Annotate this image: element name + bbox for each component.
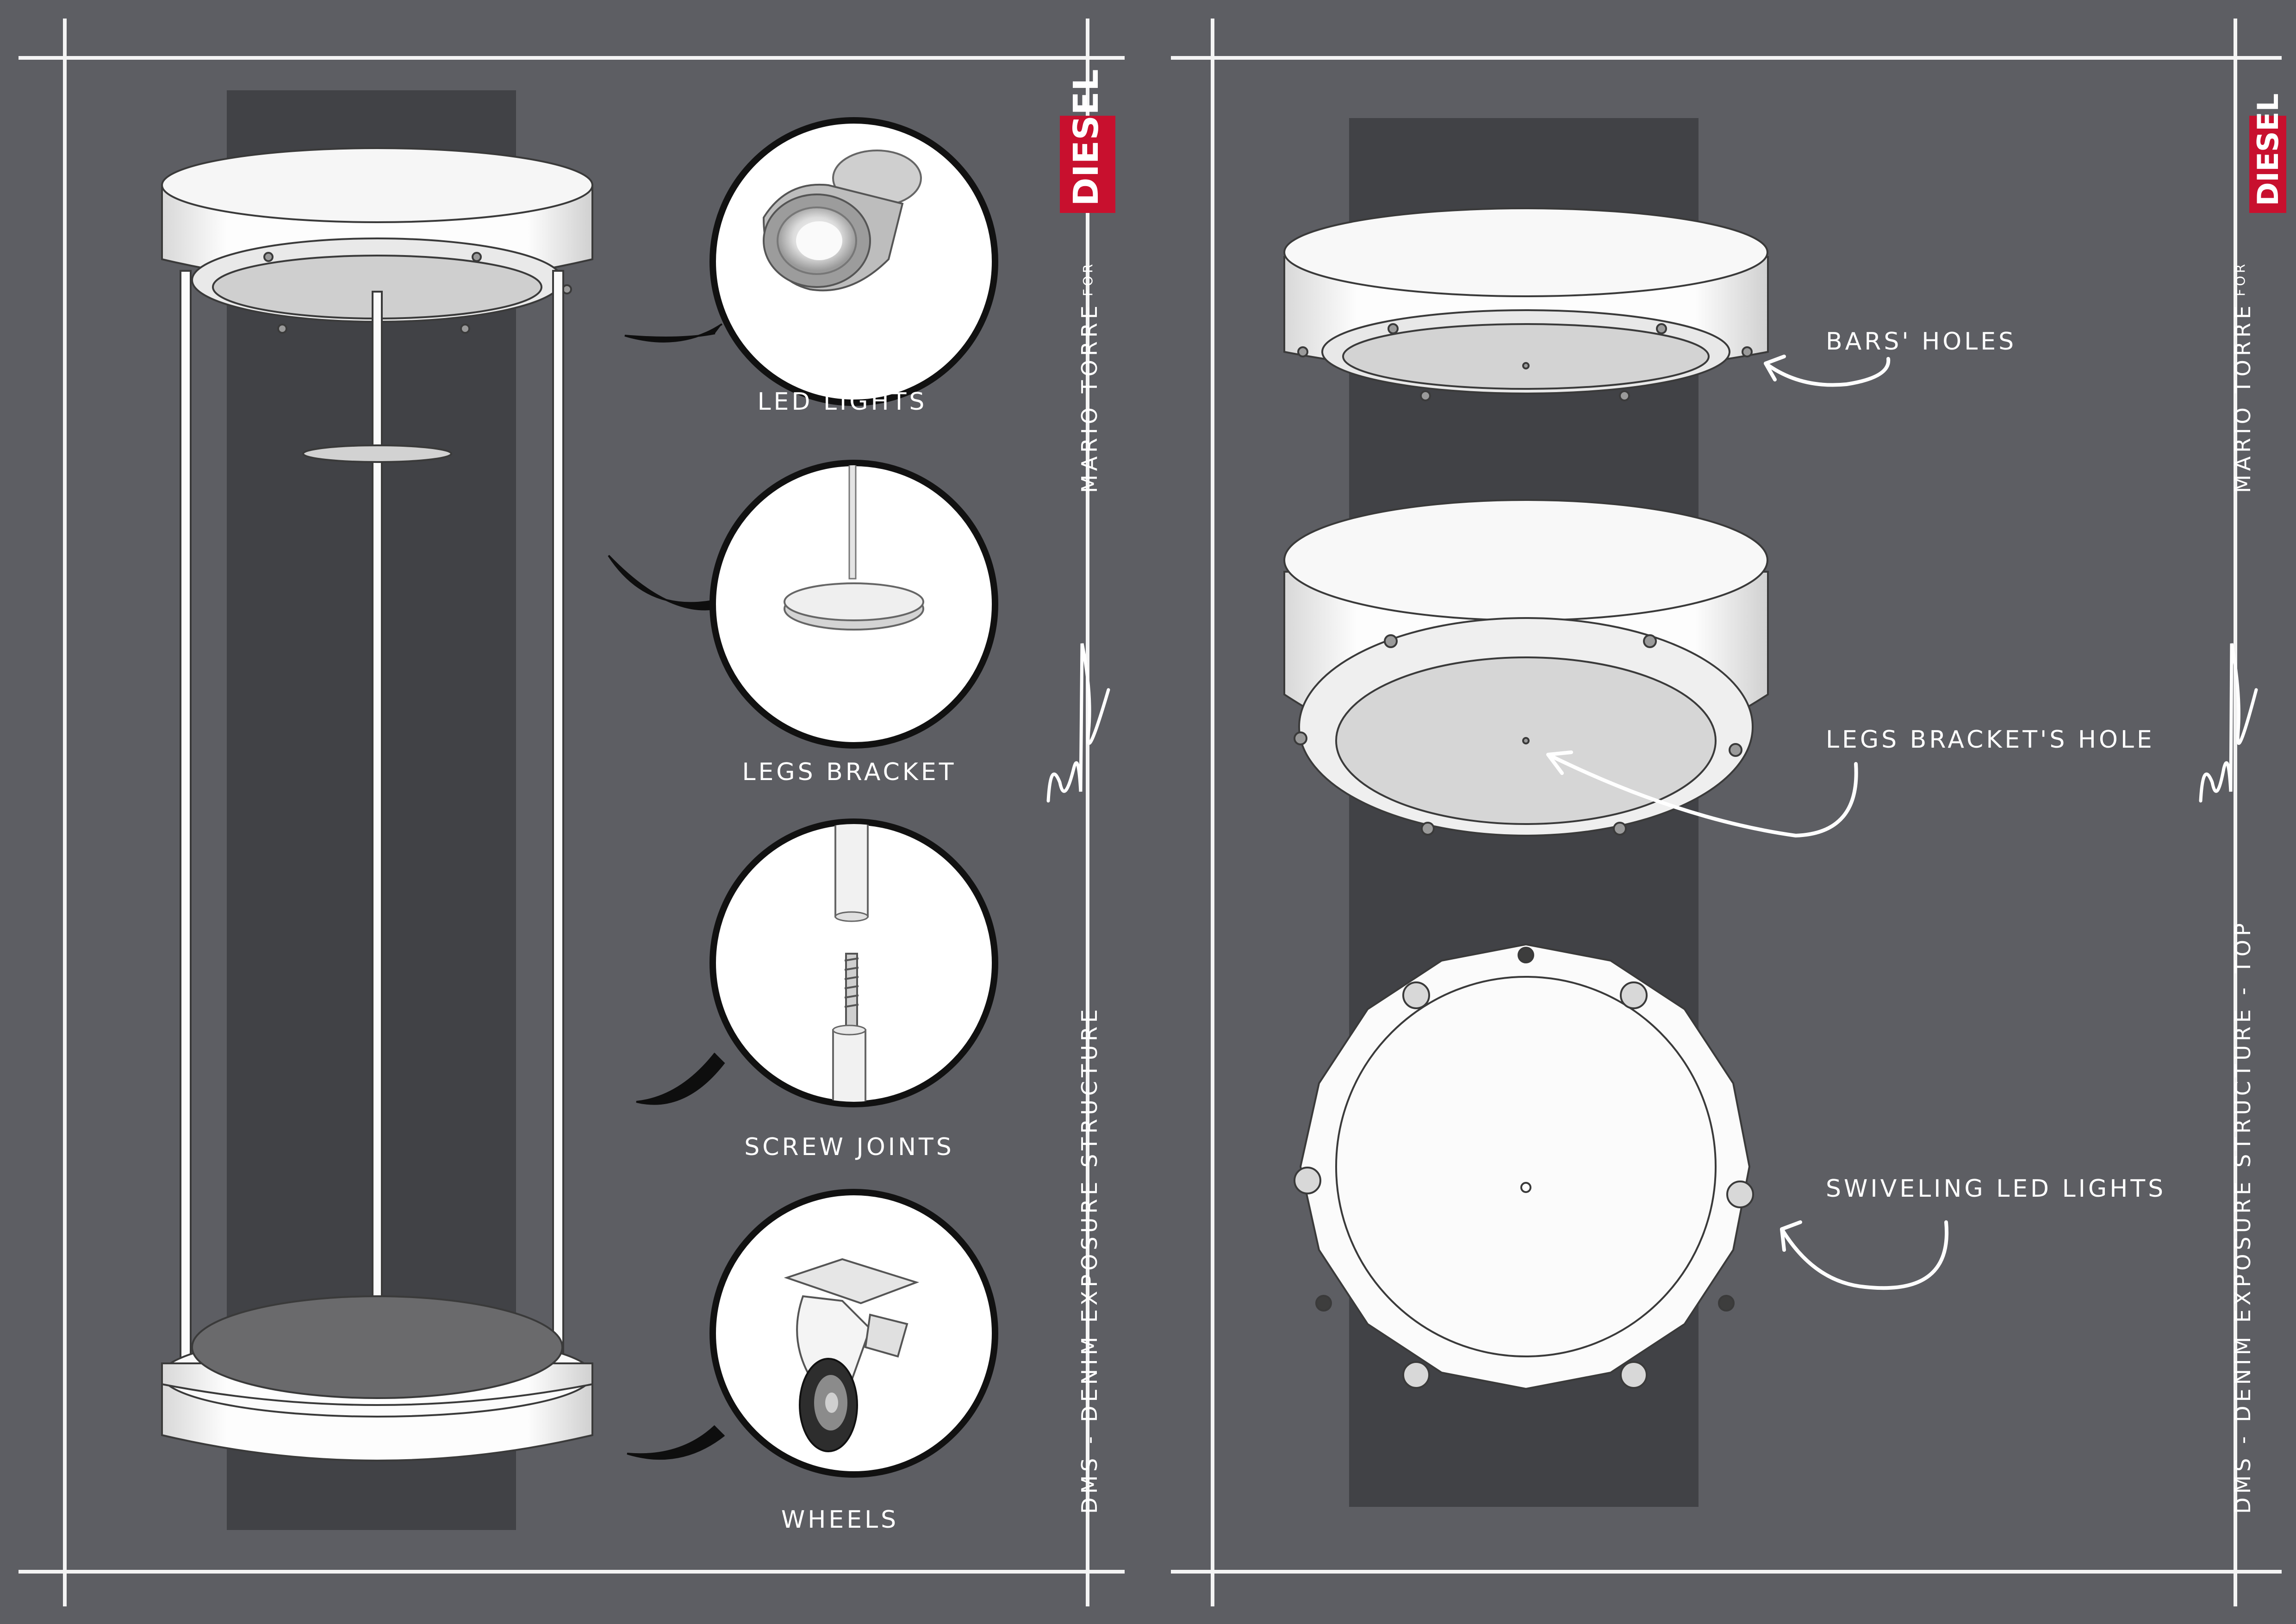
right-frame — [1171, 19, 2282, 1606]
callout-label-screw-joints: SCREW JOINTS — [744, 1133, 954, 1161]
for-label: FOR — [1080, 261, 1095, 296]
callout-legs-bracket: LEGS BRACKET — [608, 460, 998, 786]
left-sheet: LED LIGHTS LEGS BRACKET — [19, 19, 1125, 1606]
wheel-caster-icon — [784, 1258, 920, 1452]
top-plan-view — [1294, 943, 1754, 1390]
designer-name-right: MARIO TORRE — [2230, 302, 2255, 493]
for-label-right: FOR — [2233, 261, 2248, 296]
screw-joint-icon — [832, 824, 869, 1102]
callout-wheels: WHEELS — [627, 1189, 998, 1534]
led-light-icon — [762, 150, 922, 292]
top-drum-perspective — [1283, 207, 1769, 401]
bracket-icon — [784, 465, 924, 631]
annotation-swiveling-led-lights: SWIVELING LED LIGHTS — [1780, 1175, 2166, 1290]
signature-icon-right — [2199, 643, 2258, 803]
annotation-label-bars-holes: BARS' HOLES — [1826, 328, 2016, 356]
annotation-label-legs-bracket-hole: LEGS BRACKET'S HOLE — [1826, 726, 2155, 754]
designer-name: MARIO TORRE — [1077, 302, 1102, 493]
callout-label-legs-bracket: LEGS BRACKET — [742, 758, 956, 786]
base-top-surface — [191, 1295, 563, 1399]
annotation-bars-holes: BARS' HOLES — [1764, 328, 2016, 387]
callout-label-led-lights: LED LIGHTS — [758, 388, 927, 416]
annotation-legs-bracket-hole: LEGS BRACKET'S HOLE — [1546, 726, 2155, 838]
diesel-logo-icon — [1060, 116, 1115, 213]
diesel-logo-icon-right — [2249, 116, 2286, 213]
project-title-right: DMS - DENIM EXPOSURE STRUCTURE - TOP — [2230, 919, 2255, 1514]
mid-bracket-disc — [302, 444, 452, 463]
right-sheet: BARS' HOLES LEGS BRACKET'S HOLE SWIVELIN… — [1171, 19, 2286, 1606]
callout-label-wheels: WHEELS — [781, 1506, 899, 1534]
centre-pole — [372, 291, 383, 1297]
vertical-bars — [180, 270, 564, 1401]
project-title: DMS - DENIM EXPOSURE STRUCTURE — [1077, 1006, 1102, 1514]
left-title-block: DIESEL FOR MARIO TORRE DMS - DENIM EXPOS… — [1046, 69, 1115, 1514]
left-frame — [19, 19, 1125, 1606]
signature-icon — [1046, 643, 1110, 803]
annotation-label-swiveling-led-lights: SWIVELING LED LIGHTS — [1826, 1175, 2166, 1203]
callout-led-lights: LED LIGHTS — [624, 117, 998, 416]
exposure-structure — [161, 147, 593, 1462]
top-drum-angled — [1283, 499, 1769, 837]
brand-logo-text: DIESEL — [1066, 69, 1106, 206]
brand-logo-text-right: DIESEL — [2251, 94, 2285, 206]
callout-screw-joints: SCREW JOINTS — [636, 818, 998, 1161]
right-title-block: DIESEL FOR MARIO TORRE DMS - DENIM EXPOS… — [2199, 94, 2286, 1514]
